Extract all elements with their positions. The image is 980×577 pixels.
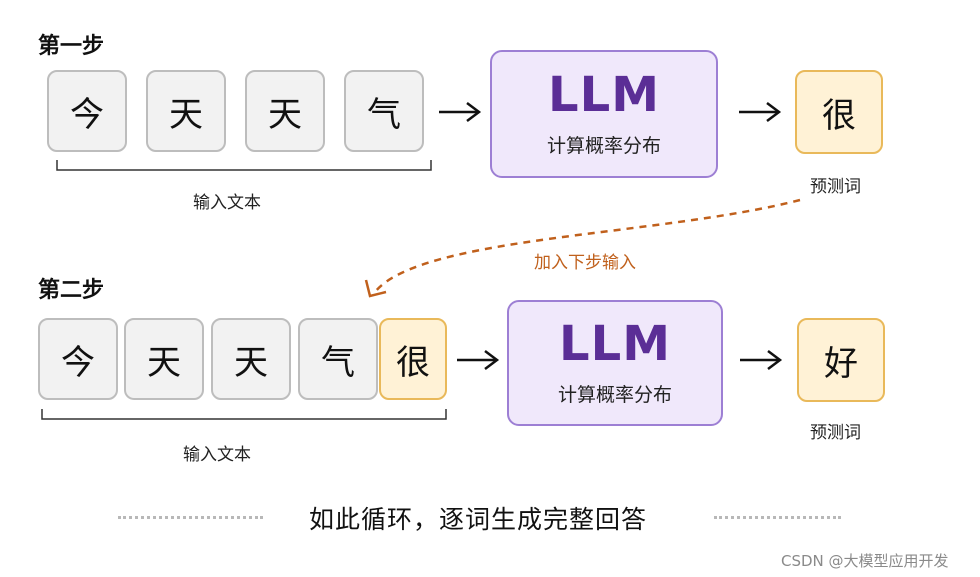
step1-arrow-to-prediction-icon [739,102,782,122]
watermark: CSDN @大模型应用开发 [781,552,949,570]
step2-token-4: 气 [298,318,378,400]
step1-input-caption: 输入文本 [193,193,261,213]
step2-token-2: 天 [124,318,204,400]
loop-label: 加入下步输入 [534,253,636,273]
footer-text: 如此循环，逐词生成完整回答 [309,505,648,534]
step2-token-3: 天 [211,318,291,400]
step1-llm-box: LLM 计算概率分布 [490,50,718,178]
step2-input-bracket [41,409,447,420]
step1-llm-title: LLM [548,66,660,123]
step1-token-2: 天 [146,70,226,152]
step2-arrow-to-prediction-icon [740,350,783,370]
step1-title: 第一步 [38,34,105,59]
step1-prediction-caption: 预测词 [810,177,861,197]
footer-dots-left [118,516,263,519]
step2-title: 第二步 [38,278,105,303]
step2-prediction: 好 [797,318,885,402]
step1-arrow-to-llm-icon [439,102,482,122]
step2-input-caption: 输入文本 [183,445,251,465]
step1-token-3: 天 [245,70,325,152]
step2-arrow-to-llm-icon [457,350,500,370]
step2-llm-subtitle: 计算概率分布 [557,383,672,406]
step2-token-5-added: 很 [379,318,447,400]
step2-llm-title: LLM [559,315,671,372]
step1-token-1: 今 [47,70,127,152]
step2-llm-box: LLM 计算概率分布 [507,300,723,426]
step2-prediction-caption: 预测词 [810,423,861,443]
step1-input-bracket [56,160,432,171]
step1-token-4: 气 [344,70,424,152]
step1-llm-subtitle: 计算概率分布 [546,134,661,157]
step2-token-1: 今 [38,318,118,400]
step1-prediction: 很 [795,70,883,154]
footer-dots-right [714,516,841,519]
